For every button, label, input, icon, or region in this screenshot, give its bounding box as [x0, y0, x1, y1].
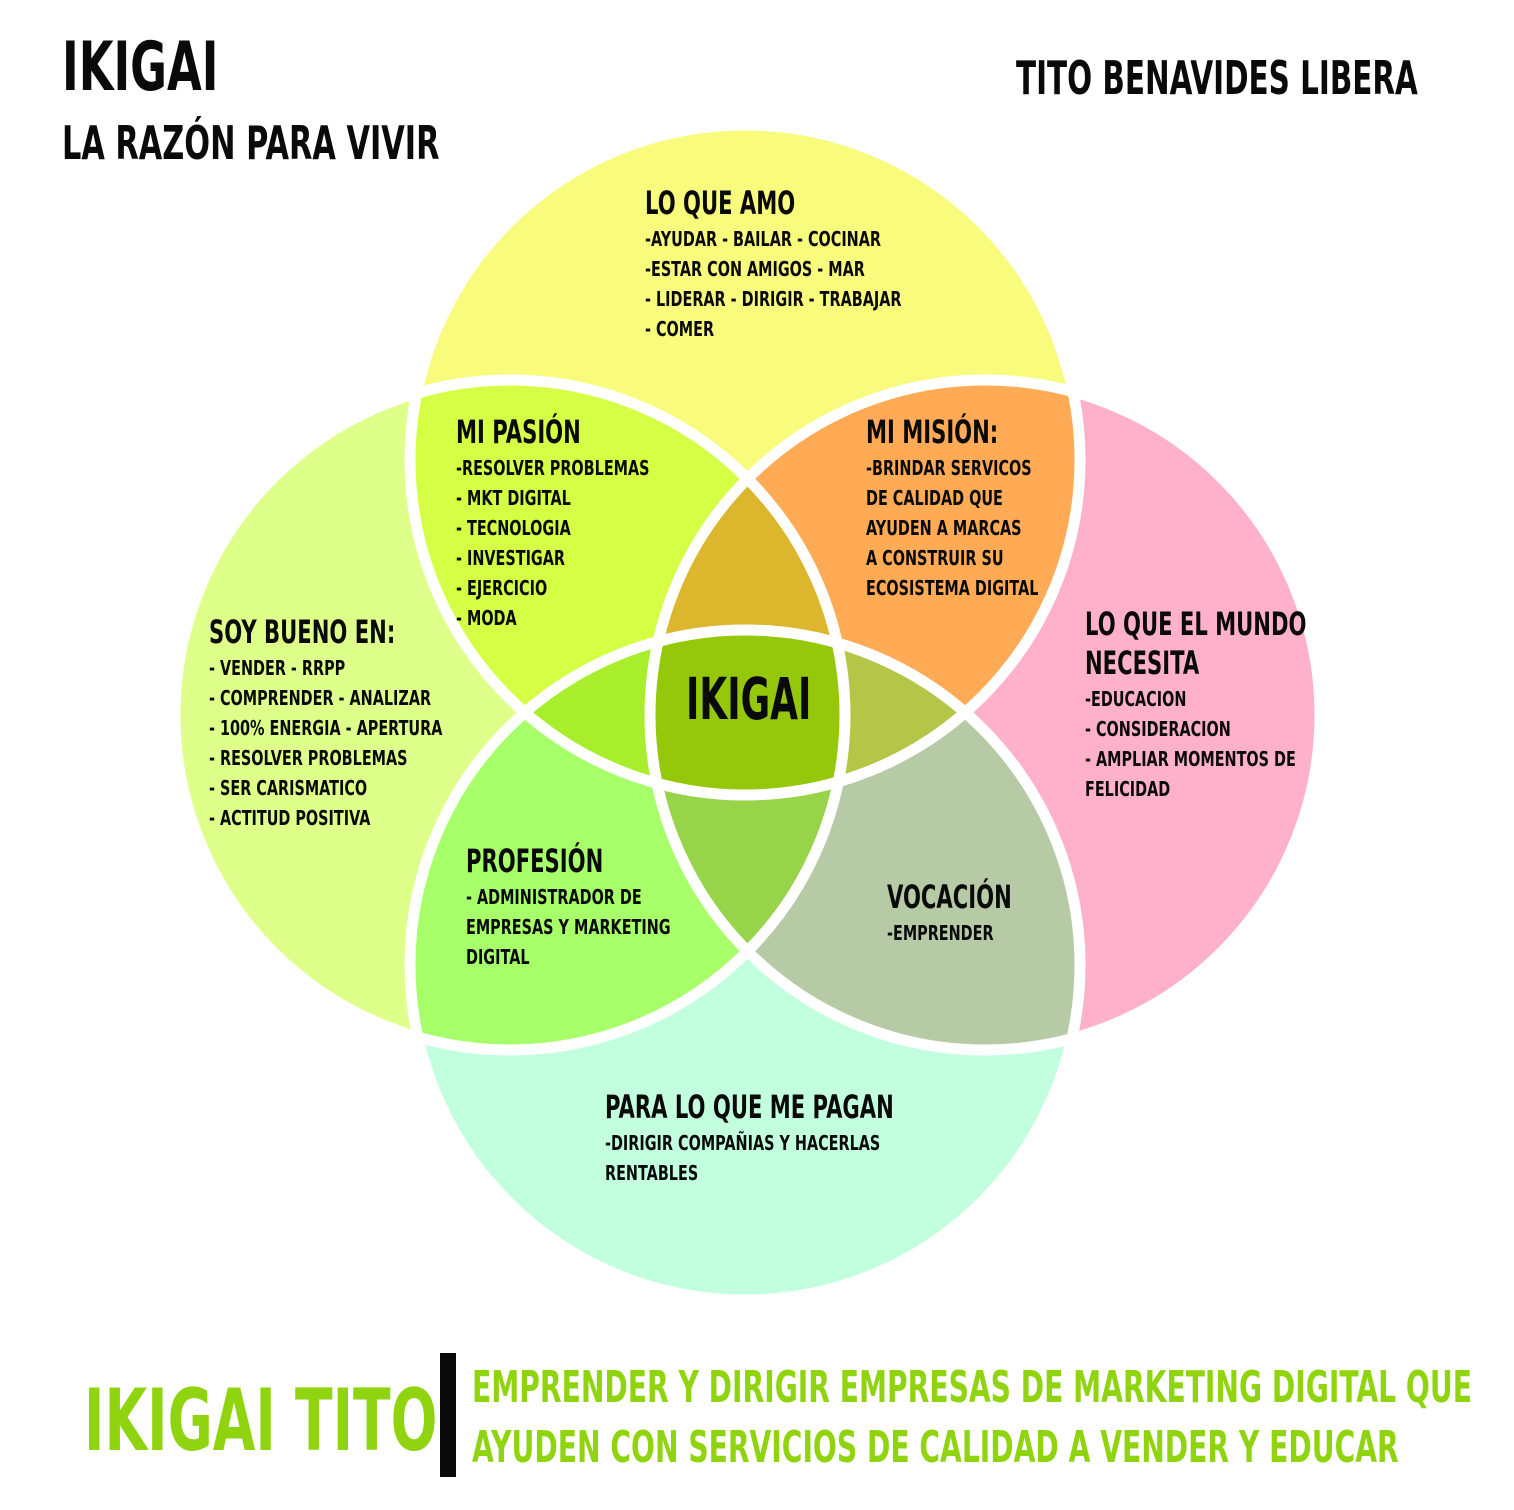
list-item: - CONSIDERACION: [1085, 716, 1231, 741]
list-item: - EJERCICIO: [456, 575, 548, 600]
outline-top: [404, 119, 1086, 801]
page-subtitle: LA RAZÓN PARA VIVIR: [62, 116, 440, 170]
region-title: SOY BUENO EN:: [209, 613, 396, 651]
region-text-para-lo-que-me-pagan: PARA LO QUE ME PAGAN -DIRIGIR COMPAÑIAS …: [605, 1089, 1043, 1188]
list-item: - RESOLVER PROBLEMAS: [209, 745, 408, 770]
list-item: - MODA: [456, 605, 517, 630]
list-item: A CONSTRUIR SU: [866, 545, 1004, 570]
region-text-lo-que-el-mundo-necesita: LO QUE EL MUNDO NECESITA -EDUCACION - CO…: [1085, 606, 1421, 804]
region-text-profesion: PROFESIÓN - ADMINISTRADOR DE EMPRESAS Y …: [466, 843, 750, 972]
list-item: AYUDEN A MARCAS: [866, 515, 1022, 540]
page-title: IKIGAI: [62, 28, 219, 107]
list-item: -ESTAR CON AMIGOS - MAR: [645, 256, 865, 281]
outline-left: [169, 374, 851, 1056]
footer-ikigai-name: IKIGAI TITO: [84, 1371, 438, 1471]
list-item: - INVESTIGAR: [456, 545, 565, 570]
list-item: -RESOLVER PROBLEMAS: [456, 455, 650, 480]
region-title: LO QUE AMO: [645, 184, 796, 222]
list-item: FELICIDAD: [1085, 776, 1171, 801]
list-item: - ADMINISTRADOR DE: [466, 884, 642, 909]
list-item: - COMER: [645, 316, 715, 341]
list-item: DE CALIDAD QUE: [866, 485, 1003, 510]
list-item: -EDUCACION: [1085, 686, 1187, 711]
region-title: PROFESIÓN: [466, 842, 604, 880]
list-item: - LIDERAR - DIRIGIR - TRABAJAR: [645, 286, 902, 311]
region-title: LO QUE EL MUNDO: [1085, 605, 1307, 643]
region-title: MI PASIÓN: [456, 413, 581, 451]
list-item: - AMPLIAR MOMENTOS DE: [1085, 746, 1296, 771]
footer-statement-line: EMPRENDER Y DIRIGIR EMPRESAS DE MARKETIN…: [472, 1362, 1472, 1413]
region-title: VOCACIÓN: [887, 878, 1012, 916]
list-item: - MKT DIGITAL: [456, 485, 571, 510]
region-text-vocacion: VOCACIÓN -EMPRENDER: [887, 879, 1076, 948]
outline-bottom: [404, 624, 1086, 1306]
footer-divider: [440, 1353, 456, 1477]
footer-statement-line: AYUDEN CON SERVICIOS DE CALIDAD A VENDER…: [472, 1422, 1399, 1473]
author-name: TITO BENAVIDES LIBERA: [1016, 51, 1418, 105]
list-item: - TECNOLOGIA: [456, 515, 571, 540]
outline-right: [644, 374, 1326, 1056]
region-title: MI MISIÓN:: [866, 413, 999, 451]
list-item: - VENDER - RRPP: [209, 655, 346, 680]
list-item: EMPRESAS Y MARKETING: [466, 914, 671, 939]
region-text-mi-mision: MI MISIÓN: -BRINDAR SERVICOS DE CALIDAD …: [866, 414, 1105, 603]
region-text-mi-pasion: MI PASIÓN -RESOLVER PROBLEMAS - MKT DIGI…: [456, 414, 725, 633]
center-ikigai-label: IKIGAI: [686, 665, 812, 733]
list-item: ECOSISTEMA DIGITAL: [866, 575, 1039, 600]
list-item: DIGITAL: [466, 944, 530, 969]
region-title: NECESITA: [1085, 643, 1200, 682]
list-item: RENTABLES: [605, 1160, 699, 1185]
list-item: -AYUDAR - BAILAR - COCINAR: [645, 226, 881, 251]
list-item: -DIRIGIR COMPAÑIAS Y HACERLAS: [605, 1130, 881, 1155]
region-text-lo-que-amo: LO QUE AMO -AYUDAR - BAILAR - COCINAR -E…: [645, 185, 1001, 344]
list-item: - ACTITUD POSITIVA: [209, 805, 371, 830]
list-item: - COMPRENDER - ANALIZAR: [209, 685, 432, 710]
region-title: PARA LO QUE ME PAGAN: [605, 1088, 894, 1126]
list-item: - SER CARISMATICO: [209, 775, 368, 800]
list-item: -BRINDAR SERVICOS: [866, 455, 1032, 480]
list-item: -EMPRENDER: [887, 920, 994, 945]
region-text-soy-bueno-en: SOY BUENO EN: - VENDER - RRPP - COMPREND…: [209, 614, 533, 833]
list-item: - 100% ENERGIA - APERTURA: [209, 715, 443, 740]
